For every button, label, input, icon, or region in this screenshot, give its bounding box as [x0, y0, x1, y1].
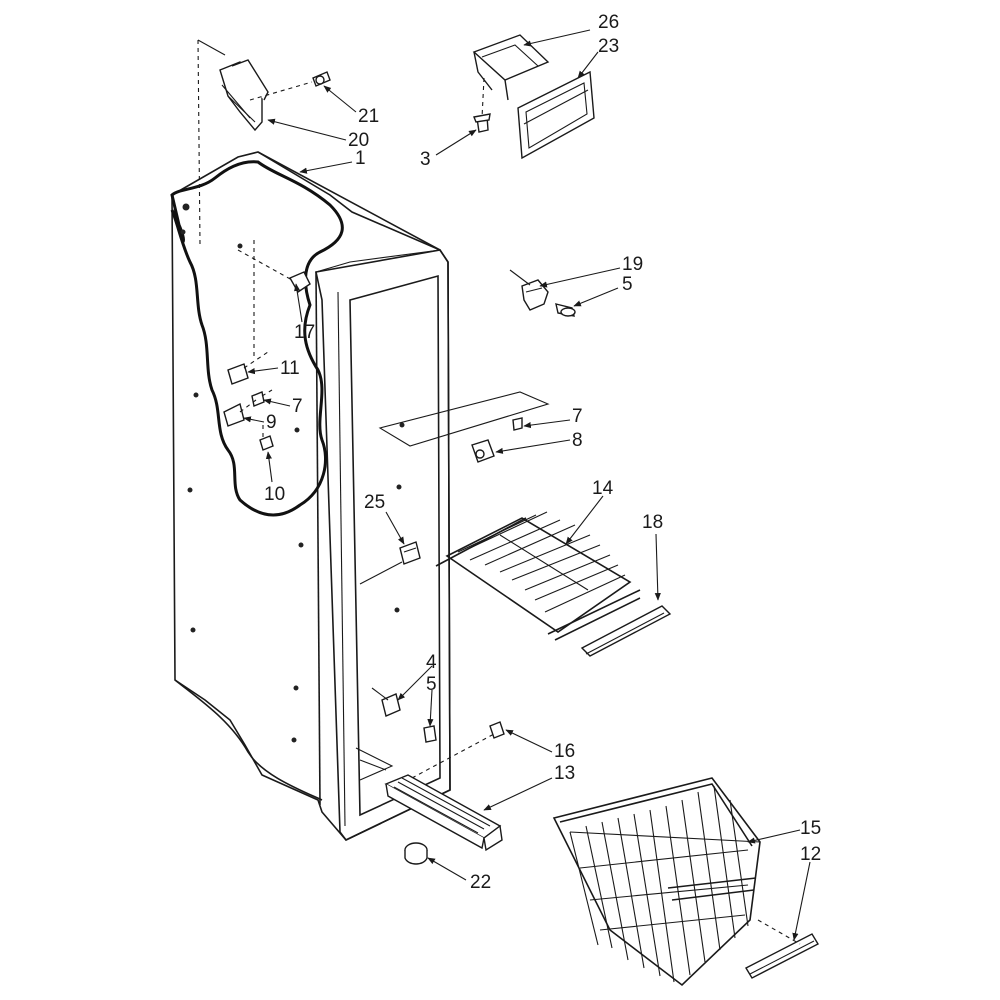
hinge-screw	[312, 71, 331, 87]
callout-9: 9	[266, 412, 277, 433]
top-bracket	[472, 34, 550, 101]
callout-14: 14	[592, 478, 614, 499]
callout-7-right: 7	[572, 406, 583, 427]
plug	[404, 842, 428, 865]
wire-connector	[399, 541, 421, 565]
light-bulb	[555, 303, 576, 317]
callout-15: 15	[800, 818, 821, 839]
leader-lines	[243, 29, 811, 941]
callout-3: 3	[420, 149, 431, 170]
grille-screw	[489, 721, 505, 739]
callout-22: 22	[470, 872, 491, 893]
callout-20: 20	[348, 130, 369, 151]
callout-21: 21	[358, 106, 379, 127]
callout-4: 4	[426, 652, 437, 673]
callout-7-left: 7	[292, 396, 303, 417]
shelf-stop-10	[259, 425, 274, 451]
drain-screw	[423, 725, 437, 743]
callout-17: 17	[294, 322, 315, 343]
shelf-clip-11	[227, 351, 269, 385]
shelf-support-8	[471, 439, 495, 463]
hinge-bracket	[219, 59, 269, 132]
callout-labels: 26 23 21 20 3 1 19 5 17 11 7 9 7 8 10 14…	[264, 12, 821, 893]
basket-trim	[745, 933, 819, 979]
shelf-clip-7-right	[512, 417, 523, 431]
shelf-trim	[580, 605, 672, 657]
callout-19: 19	[622, 254, 643, 275]
callout-11: 11	[280, 358, 300, 379]
callout-26: 26	[598, 12, 619, 33]
front-grille	[384, 774, 503, 852]
freezer-liner	[170, 151, 451, 842]
callout-5-bottom: 5	[426, 674, 437, 695]
shelf-bracket-9	[223, 399, 257, 427]
callout-25: 25	[364, 492, 385, 513]
control-panel-frame	[517, 70, 595, 160]
callout-10: 10	[264, 484, 285, 505]
callout-13: 13	[554, 763, 575, 784]
callout-12: 12	[800, 844, 821, 865]
callout-1: 1	[355, 148, 366, 169]
drain-clip	[371, 687, 401, 717]
shelf-support-17	[237, 249, 311, 293]
callout-23: 23	[598, 36, 619, 57]
callout-5-top: 5	[622, 274, 633, 295]
wire-shelf	[435, 511, 641, 641]
mounting-screw	[473, 113, 491, 133]
light-socket	[521, 279, 549, 311]
shelf-clip-7-left	[251, 389, 273, 407]
callout-18: 18	[642, 512, 663, 533]
freezer-basket	[552, 777, 761, 987]
callout-16: 16	[554, 741, 575, 762]
callout-8: 8	[572, 430, 583, 451]
